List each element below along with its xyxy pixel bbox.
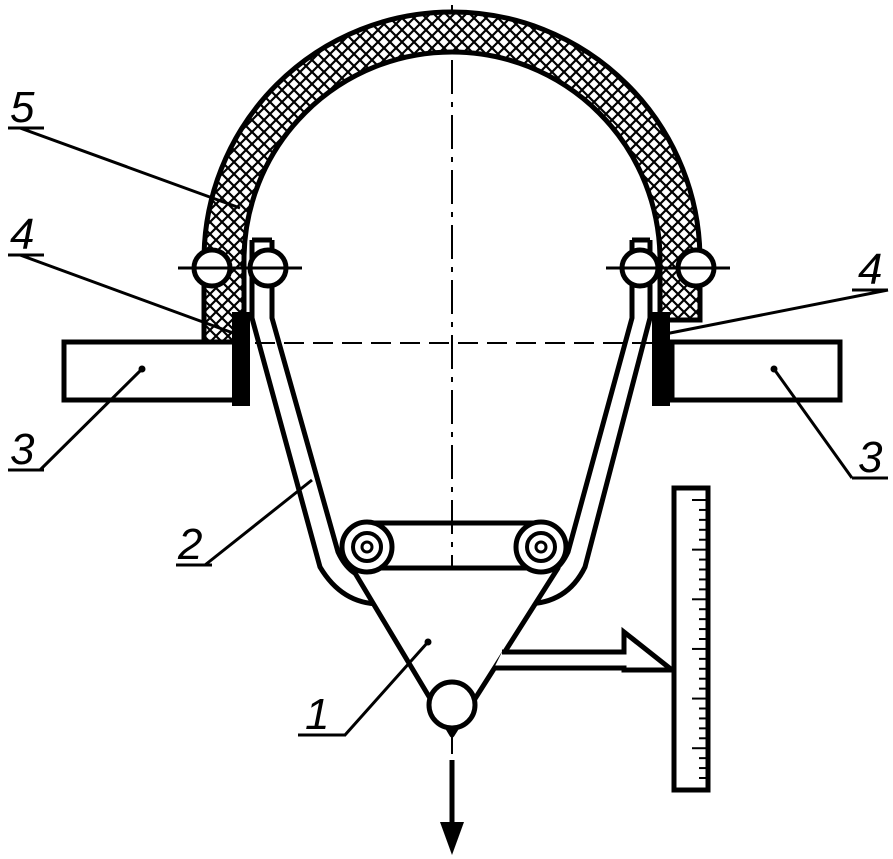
label-4-left: 4 <box>10 210 34 259</box>
left-contact-pad <box>232 312 250 406</box>
leader-4-left <box>19 253 245 339</box>
leader-4-right <box>659 288 889 337</box>
right-bar <box>669 339 843 403</box>
right-roller-hub <box>534 540 548 554</box>
load-arrow-head <box>440 822 464 855</box>
label-1: 1 <box>305 690 329 739</box>
label-5: 5 <box>10 83 35 132</box>
leader-3-left <box>38 367 144 472</box>
left-bar <box>61 339 238 403</box>
leader-2 <box>204 478 313 567</box>
scale-ticks <box>692 499 708 779</box>
label-3-left: 3 <box>10 425 35 474</box>
pointer-arm <box>494 626 680 673</box>
leader-1 <box>343 641 430 736</box>
right-contact-pad <box>652 312 670 406</box>
leader-5 <box>19 126 241 210</box>
label-4-right: 4 <box>858 245 882 294</box>
left-roller-hub <box>360 540 374 554</box>
label-3-right: 3 <box>858 433 883 482</box>
bottom-pivot <box>426 679 478 731</box>
leader-3-right <box>772 368 854 479</box>
label-2: 2 <box>177 520 202 569</box>
